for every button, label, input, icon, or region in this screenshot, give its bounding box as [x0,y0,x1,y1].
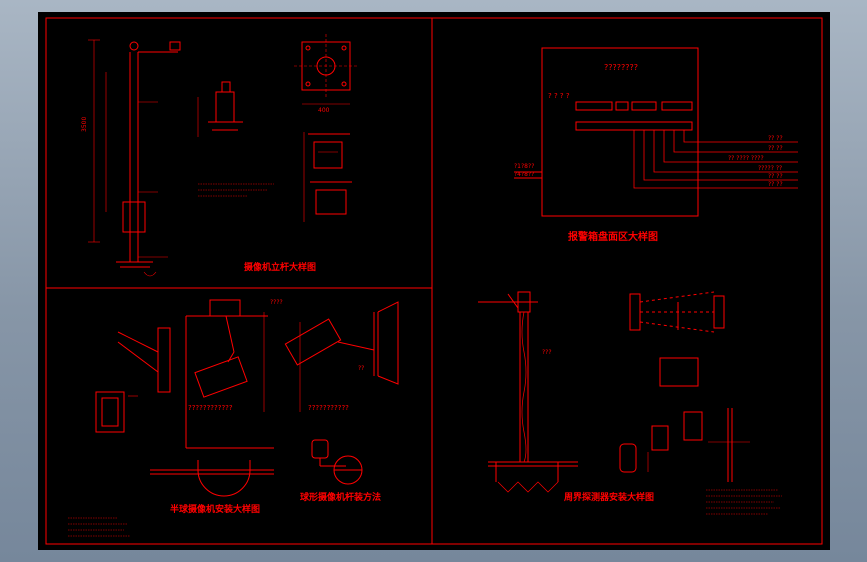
wire-label-3: ?? ???? ???? [728,155,764,162]
wire-label-6: ?? ?? [768,181,783,188]
alarm-box-title: 报警箱盘面区大样图 [568,230,658,243]
gun-install-title: 球形摄像机杆装方法 [300,491,381,503]
gun-camera-mount [284,301,399,412]
notes-block-left [68,517,130,537]
notes-block-right [706,489,782,515]
height-label: 3500 [81,117,88,132]
wire-label-4: ????? ?? [758,165,782,172]
cad-drawing: 摄像机立杆大样图 报警箱盘面区大样图 半球摄像机安装大样图 球形摄像机杆装方法 … [45,17,823,545]
bracket-detail [197,81,243,137]
wall-detectors [619,408,750,482]
panel-header: ???????? [604,63,638,72]
perimeter-title: 周界探测器安装大样图 [564,491,654,503]
pole-camera-mount [311,439,363,485]
dome-install-title: 半球摄像机安装大样图 [170,503,260,515]
notes-block-pole [198,183,274,197]
box-left-label-1: ?1?8?? [514,163,534,170]
pole-detail-title: 摄像机立杆大样图 [244,261,316,273]
wire-label-5: ?? ?? [768,173,783,180]
alarm-panel [514,47,798,217]
foundation-detail [303,132,352,222]
wire-label-1: ?? ?? [768,135,783,142]
flange-plan [294,34,358,105]
perimeter-pole [478,291,578,493]
gun-note: ??????????? [308,404,349,412]
note-c: ?? [358,365,364,372]
panel-side: ? ? ? ? [548,92,570,100]
drawing-canvas: 摄像机立杆大样图 报警箱盘面区大样图 半球摄像机安装大样图 球形摄像机杆装方法 … [38,12,830,550]
note-a: ??? [542,349,552,356]
wire-label-2: ?? ?? [768,145,783,152]
note-b: ???? [270,299,283,306]
box-left-label-2: ?4?8?? [514,171,534,178]
dome-ceiling-mount [150,299,274,497]
dim-label: 400 [318,107,330,114]
dome-note: ???????????? [188,404,233,412]
dome-wall-mount [95,327,171,433]
beam-detector [629,291,725,333]
pole-drawing [88,39,181,277]
detector-box [659,357,699,387]
drawing-frame [45,17,823,545]
